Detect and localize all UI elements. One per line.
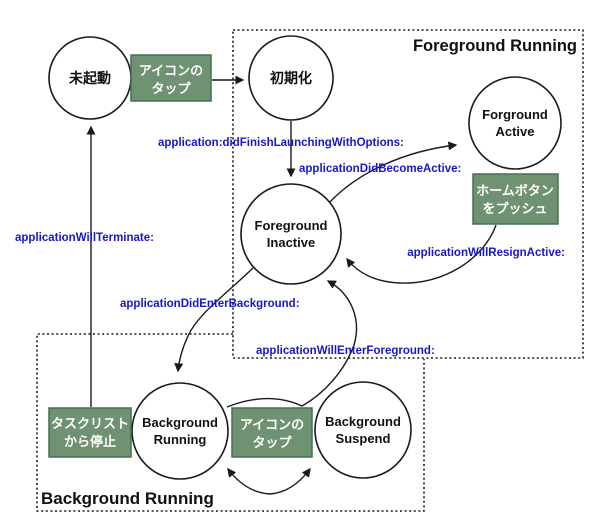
transition-label-did-finish-launching: application:didFinishLaunchingWithOption… — [158, 137, 404, 149]
state-label-forground-active-1: Forground — [482, 107, 548, 122]
state-background-suspend — [314, 381, 412, 479]
transition-label-will-enter-foreground: applicationWillEnterForeground: — [256, 345, 435, 357]
state-foreground-inactive — [240, 183, 342, 285]
arrow-running-to-suspend — [269, 467, 311, 495]
arrow-will-resign-active — [346, 224, 497, 284]
state-label-background-running-1: Background — [142, 415, 218, 430]
event-label-home-button-2: をプッシュ — [482, 201, 547, 216]
arrow-did-become-active — [328, 141, 458, 204]
foreground-region-title: Foreground Running — [413, 37, 577, 55]
transition-label-did-enter-background: applicationDidEnterBackground: — [120, 298, 300, 310]
event-home-button-push — [472, 173, 559, 225]
event-icon-tap-bottom — [231, 407, 313, 458]
event-label-icon-tap-bottom-1: アイコンの — [240, 417, 304, 432]
event-label-task-kill-2: から停止 — [64, 434, 116, 449]
state-label-background-running-2: Running — [154, 432, 207, 447]
state-label-foreground-inactive-2: Inactive — [267, 235, 315, 250]
background-running-region — [36, 333, 425, 512]
state-label-not-launched: 未起動 — [69, 70, 111, 86]
transition-label-will-resign-active: applicationWillResignActive: — [407, 247, 565, 259]
state-label-background-suspend-1: Background — [325, 414, 401, 429]
event-label-icon-tap-top-2: タップ — [151, 81, 191, 96]
state-background-running — [131, 382, 229, 480]
arrow-did-enter-background — [174, 267, 254, 373]
foreground-running-region — [232, 29, 584, 359]
event-label-task-kill-1: タスクリスト — [51, 416, 129, 431]
event-label-home-button-1: ホームボタン — [476, 183, 554, 198]
event-label-icon-tap-bottom-2: タップ — [252, 435, 292, 450]
arrow-will-enter-foreground — [226, 280, 358, 408]
arrow-suspend-to-running — [227, 467, 271, 495]
background-region-title: Background Running — [41, 489, 214, 508]
state-initializing — [248, 35, 334, 121]
state-label-forground-active-2: Active — [495, 124, 534, 139]
transition-label-did-become-active: applicationDidBecomeActive: — [299, 163, 461, 175]
state-forground-active — [468, 76, 562, 170]
event-label-icon-tap-top-1: アイコンの — [139, 63, 203, 78]
state-label-background-suspend-2: Suspend — [336, 431, 391, 446]
state-label-initializing: 初期化 — [270, 70, 312, 86]
state-label-foreground-inactive-1: Foreground — [255, 218, 328, 233]
transition-label-will-terminate: applicationWillTerminate: — [15, 232, 154, 244]
event-task-list-kill — [48, 407, 132, 458]
event-icon-tap-top — [130, 54, 212, 102]
